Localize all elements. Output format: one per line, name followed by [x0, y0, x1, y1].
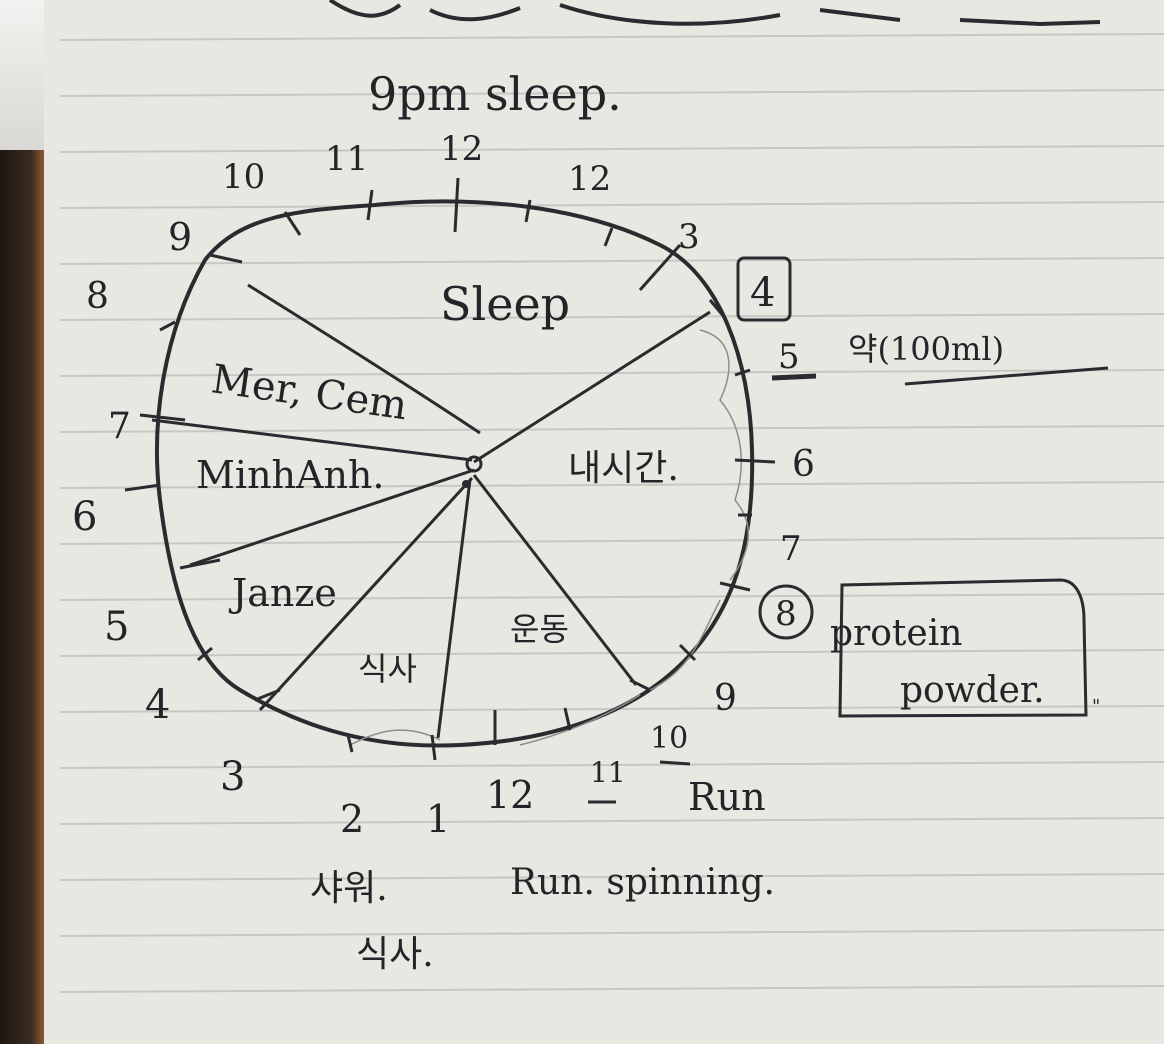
desk-surface [0, 0, 44, 1044]
hour-label-left-9: 9 [168, 215, 192, 259]
segment-my-time: 내시간. [568, 448, 679, 489]
cut-off-scribble [328, 0, 1101, 27]
hour-label-right-8: 8 [775, 594, 797, 634]
center-dot [462, 480, 470, 488]
hour-label-right-10: 10 [650, 721, 688, 756]
hour-label-top-3: 3 [678, 217, 700, 257]
top-note: 9pm sleep. [368, 67, 622, 121]
hour-label-top-11: 11 [325, 139, 368, 179]
rule-line [59, 89, 1164, 97]
rule-line [59, 593, 1164, 601]
rule-line [59, 481, 1164, 489]
page-corner [0, 0, 52, 150]
hour-label-left-7: 7 [108, 406, 131, 447]
hour-label-bottom-11: 11 [590, 756, 626, 789]
rule-line [59, 257, 1164, 265]
rule-line [59, 817, 1164, 825]
note-right-5: 약(100ml) [848, 330, 1004, 368]
boxed-4 [736, 256, 792, 322]
hour-label-left-6: 6 [72, 494, 97, 540]
underline-5 [771, 373, 817, 381]
hour-label-top-10: 10 [222, 157, 265, 197]
hour-label-top-12b: 12 [568, 159, 611, 199]
box-mark: " [1092, 696, 1100, 717]
ruled-lines [59, 33, 1164, 993]
hour-label-left-3: 3 [220, 754, 245, 800]
note-bottom-2: Run. spinning. [510, 862, 775, 903]
segment-meal: 식사 [358, 650, 417, 688]
rule-line [59, 761, 1164, 769]
rule-line [59, 201, 1164, 209]
pencil-arcs [349, 329, 750, 746]
rule-line [59, 537, 1164, 545]
hour-label-left-8: 8 [86, 276, 109, 317]
note-underline [904, 366, 1109, 386]
rule-line [59, 985, 1164, 993]
hour-label-right-7: 7 [780, 529, 802, 569]
hour-label-top-12a: 12 [440, 129, 483, 169]
protein-line-2: powder. [900, 670, 1045, 711]
clock-center [465, 455, 483, 473]
underline-10 [659, 760, 691, 766]
hour-label-bottom-12: 12 [486, 773, 534, 817]
protein-box [838, 578, 1088, 718]
note-bottom-right: Run [688, 775, 766, 819]
rule-line [59, 873, 1164, 881]
segment-sleep: Sleep [440, 277, 570, 331]
rule-line [59, 313, 1164, 321]
protein-note: protein powder. [830, 613, 1045, 711]
hour-label-bottom-1: 1 [426, 797, 450, 841]
rule-line [59, 33, 1164, 41]
segment-exercise: 운동 [510, 610, 569, 648]
hour-label-bottom-2: 2 [340, 797, 364, 841]
notebook-page [44, 0, 1164, 1044]
hour-label-right-5: 5 [778, 337, 800, 377]
hour-label-right-4: 4 [750, 270, 775, 316]
segment-janze: Janze [228, 571, 337, 615]
hour-label-left-5: 5 [104, 604, 129, 650]
segment-minhanh: MinhAnh. [196, 453, 384, 497]
rule-line [59, 929, 1164, 937]
circled-8 [758, 584, 814, 640]
hour-label-left-4: 4 [145, 682, 170, 728]
hour-label-right-6: 6 [792, 444, 815, 485]
note-bottom-1: 샤워. [310, 868, 388, 909]
protein-line-1: protein [830, 613, 962, 654]
rule-line [59, 145, 1164, 153]
clock-dividers [151, 283, 711, 739]
note-bottom-3: 식사. [356, 934, 434, 975]
clock-ticks [124, 177, 776, 761]
hour-label-right-9: 9 [714, 678, 737, 719]
